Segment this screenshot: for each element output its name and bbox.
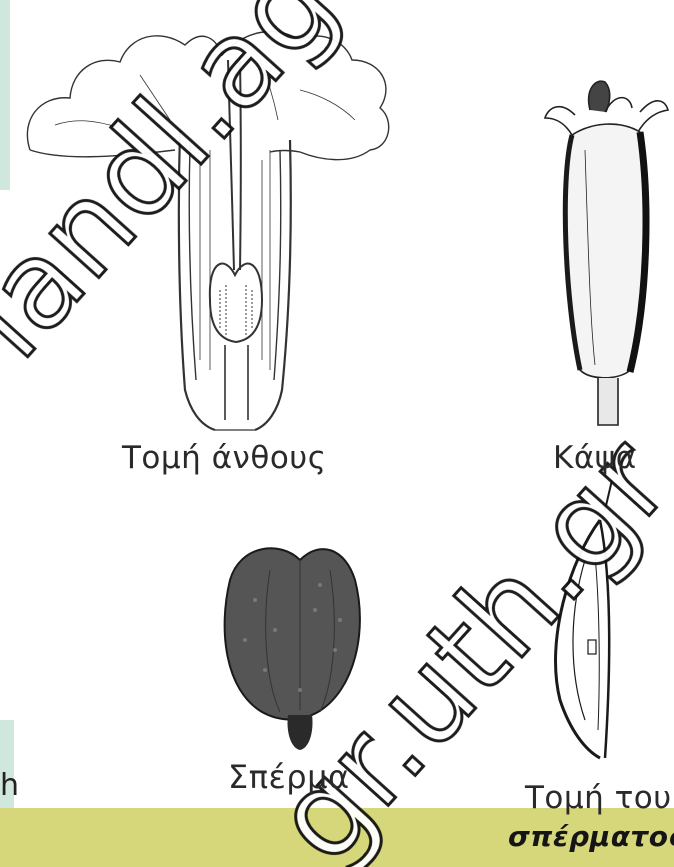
label-edge-fragment: h	[0, 768, 20, 803]
capsule-drawing	[545, 81, 668, 425]
label-flower-section: Τομή άνθους	[122, 440, 326, 476]
label-seed: Σπέρμα	[228, 758, 350, 796]
label-seed-section-line1: Τομή του	[525, 780, 672, 816]
label-capsule: Κάψα	[553, 440, 637, 476]
label-seed-section-line2: σπέρματος	[508, 820, 674, 853]
